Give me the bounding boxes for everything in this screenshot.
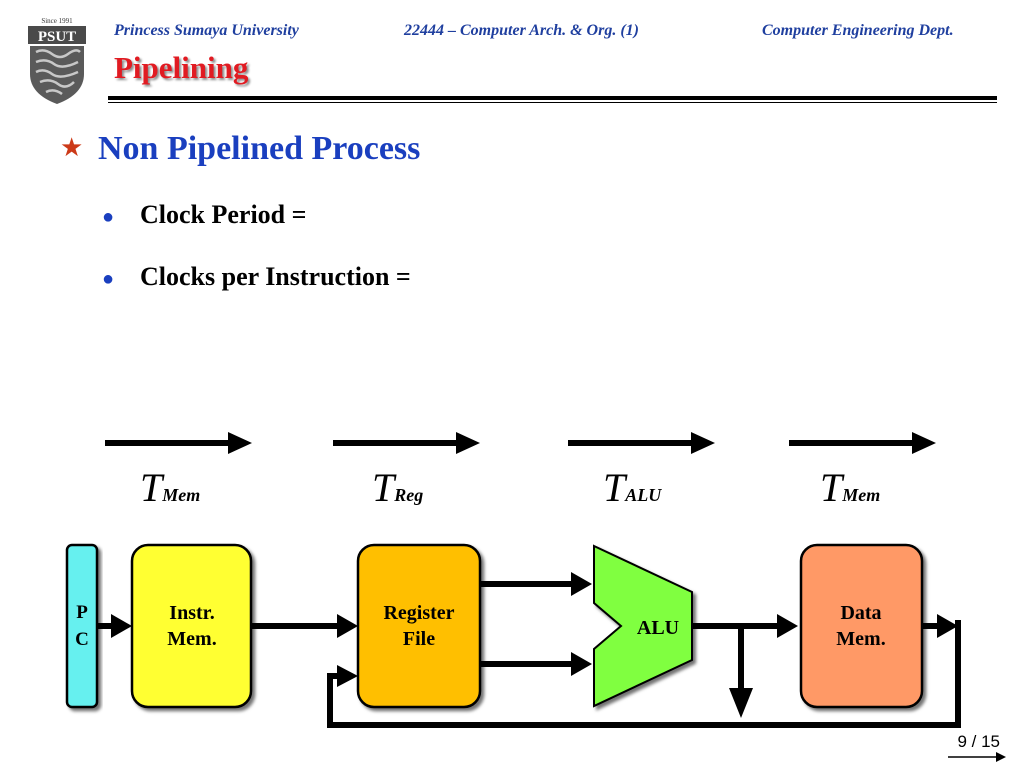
bullet-dot-icon: ● bbox=[102, 206, 115, 228]
data-mem-label-1: Data bbox=[840, 602, 881, 624]
pc-block: P C bbox=[65, 543, 99, 709]
alu-block: ALU bbox=[593, 544, 693, 708]
header-rule-thin bbox=[108, 102, 997, 103]
register-file-label-1: Register bbox=[383, 602, 454, 624]
timing-arrow-3 bbox=[568, 432, 715, 454]
next-arrow-icon bbox=[948, 752, 1006, 762]
timing-arrow-4 bbox=[789, 432, 936, 454]
timing-arrow-2 bbox=[333, 432, 480, 454]
timing-label-4: TMem bbox=[820, 465, 880, 510]
psut-crest-icon: Since 1991 PSUT bbox=[28, 17, 86, 104]
header-rule-thick bbox=[108, 96, 997, 100]
page-number: 9 / 15 bbox=[957, 732, 1000, 751]
data-mem-block: Data Mem. bbox=[799, 543, 924, 709]
instr-mem-label-1: Instr. bbox=[169, 602, 214, 624]
timing-label-2: TReg bbox=[372, 465, 423, 510]
bullet-clocks-per-instruction: Clocks per Instruction = bbox=[140, 262, 411, 291]
instr-mem-label-2: Mem. bbox=[167, 628, 216, 650]
psut-logo: Since 1991 PSUT bbox=[22, 14, 92, 106]
timing-arrow-1 bbox=[105, 432, 252, 454]
datapath-wires bbox=[97, 581, 961, 728]
logo-abbr-text: PSUT bbox=[38, 29, 76, 45]
header-university: Princess Sumaya University bbox=[114, 22, 299, 39]
slide-title: Pipelining bbox=[114, 50, 249, 85]
data-mem-label-2: Mem. bbox=[836, 628, 885, 650]
section-heading: Non Pipelined Process bbox=[98, 130, 421, 167]
bullet-dot-icon: ● bbox=[102, 268, 115, 290]
timing-label-1: TMem bbox=[140, 465, 200, 510]
star-icon: ★ bbox=[60, 133, 84, 162]
header-department: Computer Engineering Dept. bbox=[762, 22, 954, 39]
datapath-arrowheads bbox=[111, 572, 958, 718]
pc-label-p: P bbox=[76, 602, 88, 623]
pc-label-c: C bbox=[75, 629, 89, 650]
bullet-clock-period: Clock Period = bbox=[140, 200, 307, 229]
register-file-block: Register File bbox=[356, 543, 482, 709]
alu-label: ALU bbox=[637, 617, 679, 639]
register-file-label-2: File bbox=[403, 628, 435, 650]
instr-mem-block: Instr. Mem. bbox=[130, 543, 253, 709]
timing-label-3: TALU bbox=[603, 465, 662, 510]
logo-since-text: Since 1991 bbox=[41, 17, 73, 25]
header-course: 22444 – Computer Arch. & Org. (1) bbox=[404, 22, 639, 39]
